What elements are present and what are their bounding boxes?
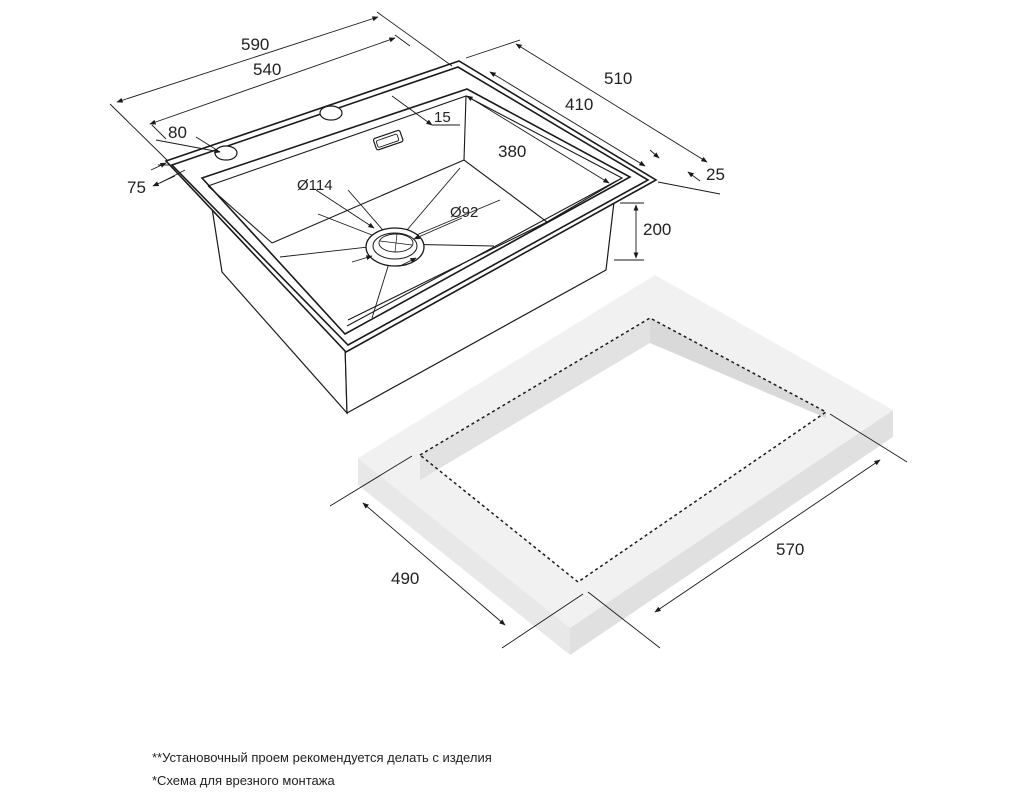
dimension-lines <box>109 11 908 649</box>
dim-depth-inner: 410 <box>565 95 593 114</box>
dimension-labels: 590 540 80 75 15 510 410 380 25 200 Ø114… <box>127 35 804 588</box>
bowl-side-wall-edge <box>207 177 623 244</box>
dim-height: 200 <box>643 220 671 239</box>
cutout-inner-wall-right <box>650 318 826 418</box>
bowl-bottom <box>271 159 549 321</box>
dim-width-inner: 540 <box>253 60 281 79</box>
note-cutout: **Установочный проем рекомендуется делат… <box>152 750 492 765</box>
dim-front-offset: 75 <box>127 178 146 197</box>
note-mounting-scheme: *Схема для врезного монтажа <box>152 773 335 788</box>
dim-rim: 25 <box>706 165 725 184</box>
dim-drain-inner: Ø92 <box>450 204 478 221</box>
tap-hole-rear <box>319 105 343 121</box>
dim-tap-offset: 80 <box>168 123 187 142</box>
dim-cutout-width: 490 <box>391 569 419 588</box>
dim-cutout-length: 570 <box>776 540 804 559</box>
dim-rear-offset: 15 <box>434 109 451 126</box>
dim-drain-outer: Ø114 <box>297 177 333 194</box>
tap-hole <box>214 145 238 161</box>
bowl-back-wall-edge <box>463 95 467 161</box>
dim-width-overall: 590 <box>241 35 269 54</box>
dim-bowl-depth: 380 <box>498 142 526 161</box>
countertop-right-side <box>570 410 893 655</box>
overflow-slot <box>372 129 404 151</box>
cutout-inner-wall-rear <box>420 318 650 480</box>
dim-depth-overall: 510 <box>604 69 632 88</box>
cutout-outline <box>418 317 828 583</box>
